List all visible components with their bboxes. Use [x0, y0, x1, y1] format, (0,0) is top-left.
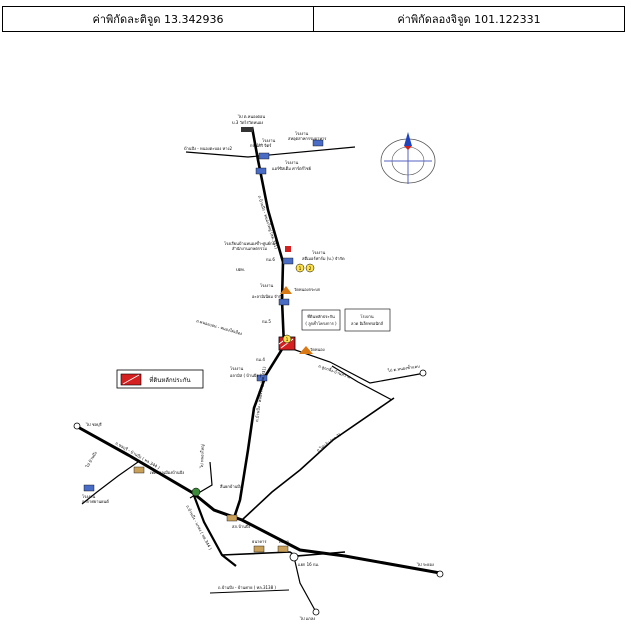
label-factory-3: โรงงาน	[285, 160, 298, 165]
label-road-left: บ้านบึง - หนองตะบอง ทาง2	[184, 146, 232, 151]
label-to-north: ไป หนองใหญ่	[199, 444, 205, 469]
legend-label: ที่ดินหลักประกัน	[149, 376, 190, 384]
label-factory-5: โรงงาน	[260, 283, 273, 288]
road-south-klaeng	[293, 556, 317, 613]
factory-icon	[312, 139, 324, 147]
label-police: สภ.บ้านบึง	[232, 524, 250, 529]
site-callout-line1: ที่ดินหลักประกัน	[307, 314, 335, 319]
label-road-left-2: ถ.ชลบุรี - บ้านบึง ( ทล.344 )	[114, 441, 161, 472]
factory-icon	[255, 167, 267, 175]
factory-icon	[83, 484, 95, 492]
site-callout-line2: ( ลูกค้ำโครงการ )	[305, 319, 337, 327]
svg-text:2: 2	[309, 266, 312, 271]
label-top: ไป ต.หนองตอน	[237, 114, 265, 119]
label-to-rayong: ไป ระยอง	[416, 562, 434, 567]
label-factory-4: โรงงาน	[312, 250, 325, 255]
label-km5: กม.5	[262, 319, 271, 324]
label-school: โรงเรียนบ้านหนองซ้ำ-ศูนย์กลาง	[224, 239, 279, 247]
bank-icon	[253, 545, 265, 553]
site-callout: ที่ดินหลักประกัน ( ลูกค้ำโครงการ ) โรงงา…	[301, 308, 391, 332]
label-top-temple: บ.3 วัดไร่วัดหนอง	[232, 120, 263, 125]
label-municipality: เทศบาลเมืองบ้านบึง	[150, 470, 184, 475]
school-icon	[285, 246, 291, 252]
label-km4: กม.4	[256, 357, 265, 362]
endpoint-icon	[419, 369, 427, 377]
factory-callout-line1: โรงงาน	[360, 314, 373, 319]
label-factory-1: โรงงาน	[295, 131, 308, 136]
label-factory-8: โรงงาน	[82, 494, 95, 499]
road-diag-to-junction	[241, 397, 395, 521]
label-km6: กม.6	[266, 257, 275, 262]
roundabout-icon	[289, 552, 299, 562]
label-temple-1: วัดหนองกระบก	[294, 287, 321, 292]
road-left-branch	[81, 461, 139, 505]
label-school-b: สำนักงานเกษตรรวม	[232, 246, 267, 251]
label-factory-2: โรงงาน	[262, 138, 275, 143]
label-factory-4b: สตีเมอร์ฟาร์ม (บ.) จำกัด	[302, 256, 345, 261]
markers: 1 2 1	[282, 263, 315, 344]
police-icon	[226, 514, 238, 522]
temple-icon	[280, 286, 292, 294]
label-market: ตลาด	[279, 539, 289, 544]
label-factory-7b: อลามิส ( บ้านบึง )	[230, 373, 262, 378]
label-junction: สี่แยกบ้านบึง	[219, 484, 241, 489]
factory-icon	[258, 152, 270, 160]
marker-3	[282, 334, 292, 344]
svg-text:1: 1	[286, 337, 289, 342]
label-factory-7: โรงงาน	[230, 366, 243, 371]
factory-callout-line2: ลวด อิเล็กทรอนิกส์	[351, 320, 384, 326]
label-to-klaeng: ไป แกลง	[299, 616, 315, 621]
label-factory-1b: สหอุตสาหกรรมอาหาร	[288, 136, 327, 142]
temple-icon	[241, 127, 253, 132]
map-labels: ไป ต.หนองตอน บ.3 วัดไร่วัดหนอง โรงงาน สห…	[82, 114, 434, 621]
label-km16: แยก 16 กม.	[298, 562, 319, 567]
road-top-left	[185, 146, 356, 158]
longitude-label: ค่าพิกัดลองจิจูด 101.122331	[313, 7, 624, 31]
label-factory-8b: อากาศยานยนต์	[82, 499, 109, 504]
road-main-north	[232, 126, 286, 519]
compass-icon	[380, 132, 436, 184]
temple-icon	[299, 346, 313, 354]
label-factory-5b: อะลามิเนียม จำกัด	[252, 294, 284, 299]
endpoint-icon	[312, 608, 320, 616]
label-to-banbueng: ไป บ้านบึง	[84, 451, 98, 470]
label-factory-2b: กรณ์ศิริ จิตร์	[250, 143, 272, 148]
map-legend: ที่ดินหลักประกัน	[116, 369, 204, 389]
road-bottom-south	[191, 492, 237, 567]
label-temple-2: วัดหนอง	[310, 347, 325, 352]
marker-2	[305, 263, 315, 273]
building-icon	[133, 466, 145, 474]
road-east-diag	[331, 365, 393, 401]
factory-icon	[282, 257, 294, 265]
label-road-mid: ถ.หนองบอน - หนองไผ่เมือง	[196, 318, 243, 336]
endpoint-icon	[436, 570, 444, 578]
label-factory-3b: แอร์ซิสเต็ม ศาร์ตร์ไชย์	[272, 165, 311, 171]
label-bank: ธนาคาร	[252, 539, 267, 544]
market-icon	[277, 545, 289, 553]
coordinates-header: ค่าพิกัดละติจูด 13.342936 ค่าพิกัดลองจิจ…	[2, 6, 625, 32]
factory-icon	[256, 374, 268, 382]
label-to-chonburi: ไป ชลบุรี	[85, 422, 103, 428]
label-gas: ปตท.	[236, 267, 245, 272]
label-to-right: ไป ต.หนองซ้ำแคบ	[386, 362, 420, 374]
svg-text:1: 1	[299, 266, 302, 271]
endpoint-icon	[73, 422, 81, 430]
label-road-diag: ถ.ไผ่แก้ว (ทล.3)	[316, 432, 342, 453]
road-bottom-arrow	[209, 589, 290, 594]
marker-1	[295, 263, 305, 273]
label-road-bottom: ถ.บ้านบึง - บ้านค่าย ( ทล.3138 )	[218, 585, 276, 590]
building-icons	[73, 127, 444, 616]
junction-icon	[191, 487, 201, 497]
factory-icon	[278, 298, 290, 306]
latitude-label: ค่าพิกัดละติจูด 13.342936	[92, 13, 224, 26]
